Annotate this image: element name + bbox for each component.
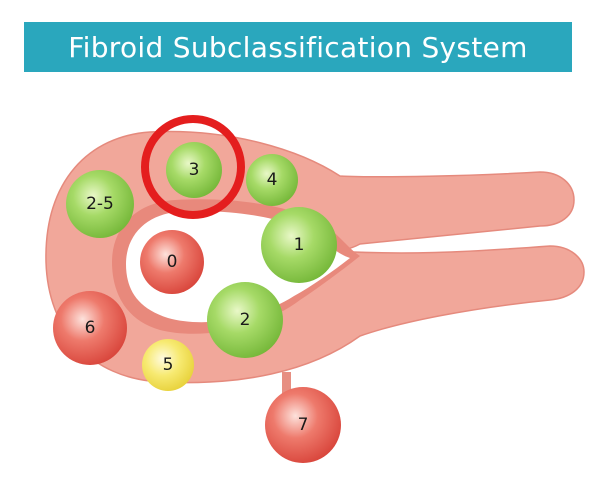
fibroid-6: 6 [53, 291, 127, 365]
fibroid-6-label: 6 [85, 318, 96, 338]
fibroid-0-label: 0 [167, 252, 178, 272]
fibroid-7-stalk [282, 372, 291, 398]
title-banner: Fibroid Subclassification System [24, 22, 572, 72]
fibroid-5: 5 [142, 339, 194, 391]
fibroid-2-circle [207, 282, 283, 358]
fibroid-3: 3 [166, 142, 222, 198]
fibroid-4-label: 4 [267, 170, 278, 190]
fibroid-5-circle [142, 339, 194, 391]
fibroid-25-circle [66, 170, 134, 238]
fibroid-5-label: 5 [163, 355, 174, 375]
fibroid-3-circle [166, 142, 222, 198]
title-text: Fibroid Subclassification System [68, 30, 528, 64]
fibroid-6-circle [53, 291, 127, 365]
fibroid-3-label: 3 [189, 160, 200, 180]
highlight-ring [141, 115, 245, 219]
fibroid-7-circle [265, 387, 341, 463]
fibroid-1: 1 [261, 207, 337, 283]
fibroid-0-circle [140, 230, 204, 294]
fibroid-4-circle [246, 154, 298, 206]
fibroid-7: 7 [265, 387, 341, 463]
fibroid-25: 2-5 [66, 170, 134, 238]
fibroid-1-circle [261, 207, 337, 283]
fibroid-1-label: 1 [294, 235, 305, 255]
fibroid-25-label: 2-5 [86, 194, 114, 214]
fibroid-2-label: 2 [240, 310, 251, 330]
fibroid-4: 4 [246, 154, 298, 206]
fibroid-7-label: 7 [298, 415, 309, 435]
fibroid-0: 0 [140, 230, 204, 294]
fibroid-2: 2 [207, 282, 283, 358]
